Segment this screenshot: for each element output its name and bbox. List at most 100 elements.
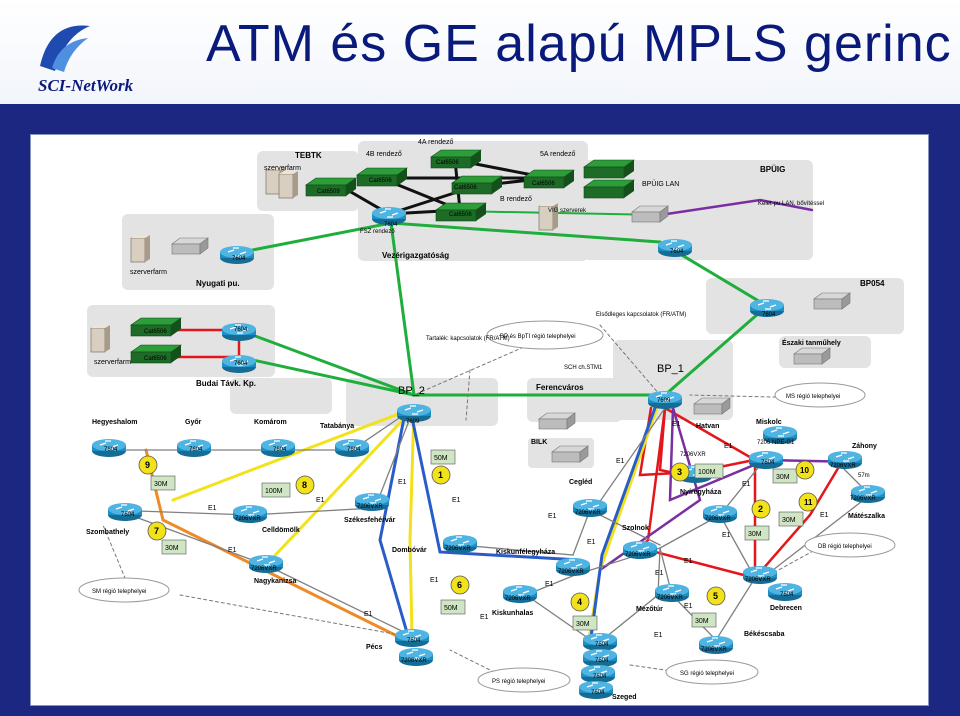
text-szerverfarm-3: szerverfarm xyxy=(94,359,131,366)
caption-7604: 7604 xyxy=(593,674,607,680)
caption-cat6506: Cat6506 xyxy=(454,185,477,191)
caption-7206vxr: 7206VXR xyxy=(357,504,383,510)
text-sch: SCH ch.STM1 xyxy=(564,365,603,371)
speed-30m: 30M xyxy=(748,531,762,538)
link-e1: E1 xyxy=(684,603,693,610)
text-eloteges: Elsődleges kapcsolatok (FR/ATM) xyxy=(596,312,686,318)
caption-7604: 7604 xyxy=(121,512,135,518)
caption-7604: 7604 xyxy=(104,447,118,453)
text-szerverfarm: szerverfarm xyxy=(264,165,301,172)
text-kelet: Kelet-pu LAN, bővítéssel xyxy=(758,201,824,207)
link-e1: E1 xyxy=(724,443,733,450)
switch-icon xyxy=(171,237,209,255)
server-icon xyxy=(130,234,151,263)
speed-30m: 30M xyxy=(695,618,709,625)
site-label-vezerig: Vezérigazgatóság xyxy=(382,251,449,260)
switch-icon xyxy=(693,397,731,415)
marker-1: 1 xyxy=(438,470,443,480)
caption-7604: 7604 xyxy=(384,222,398,228)
switch-icon xyxy=(551,445,589,463)
city-nyiregyhaza: Nyíregyháza xyxy=(680,489,721,496)
labels: TEBTK szerverfarm 4A rendező 4B rendező … xyxy=(86,139,885,701)
site-label-tebtk: TEBTK xyxy=(295,151,322,160)
link-e1: E1 xyxy=(742,481,751,488)
caption-cat6506: Cat6506 xyxy=(532,181,555,187)
city-szombathely: Szombathely xyxy=(86,529,129,536)
caption-7609: 7609 xyxy=(406,419,420,425)
speed-50m: 50M xyxy=(434,455,448,462)
link-e1: E1 xyxy=(722,532,731,539)
site-label-bp054: BP054 xyxy=(860,279,885,288)
text-szerverfarm-2: szerverfarm xyxy=(130,269,167,276)
link-e1: E1 xyxy=(545,581,554,588)
city-hatvan: Hatvan xyxy=(696,423,719,430)
caption-7604: 7604 xyxy=(762,312,776,318)
caption-7609: 7609 xyxy=(657,398,671,404)
caption-cat6509: Cat6509 xyxy=(317,189,340,195)
link-e1: E1 xyxy=(654,632,663,639)
text-fsz: FSZ rendező xyxy=(360,229,395,235)
caption-cat6506: Cat6506 xyxy=(369,178,392,184)
marker-6: 6 xyxy=(457,580,462,590)
switch-icon xyxy=(538,412,576,430)
site-label-nyugati: Nyugati pu. xyxy=(196,279,240,288)
caption-7206vxr: 7206VXR xyxy=(235,516,261,522)
text-rendezo-b: B rendező xyxy=(500,196,532,203)
caption-7206vxr: 7206VXR xyxy=(401,658,427,664)
caption-7604: 7604 xyxy=(595,658,609,664)
cloud-ms xyxy=(774,382,866,408)
link-e1: E1 xyxy=(820,512,829,519)
text-tartalek: Tartalék: kapcsolatok (FR/ATM) xyxy=(426,336,510,342)
city-cegled: Cegléd xyxy=(569,479,592,486)
site-label-budai: Budai Távk. Kp. xyxy=(196,379,256,388)
text-bpuig-lan: BPÜIG LAN xyxy=(642,180,679,188)
logo-text: SCI-NetWork xyxy=(38,76,134,95)
caption-7206vxr: 7206VXR xyxy=(745,577,771,583)
caption-cat6506: Cat6506 xyxy=(144,329,167,335)
city-szeged: Szeged xyxy=(612,694,637,701)
city-celldomolk: Celldömölk xyxy=(262,527,300,534)
speed-50m: 50M xyxy=(444,605,458,612)
city-kiskunhalas: Kiskunhalas xyxy=(492,610,533,617)
caption-7604: 7604 xyxy=(234,361,248,367)
city-debrecen: Debrecen xyxy=(770,605,802,612)
city-nagykanizsa: Nagykanizsa xyxy=(254,578,297,585)
city-szolnok: Szolnok xyxy=(622,525,649,532)
link-e1: E1 xyxy=(430,577,439,584)
marker-7: 7 xyxy=(154,526,159,536)
caption-7206vxr: 7206VXR xyxy=(625,552,651,558)
server-icon xyxy=(90,324,111,353)
site-box-vezerig xyxy=(358,141,588,261)
caption-7206vxr: 7206VXR xyxy=(705,516,731,522)
city-mezotur: Mezőtúr xyxy=(636,606,663,613)
city-szekesfehervar: Székesfehérvár xyxy=(344,517,396,524)
switch-icon xyxy=(793,347,831,365)
caption-cat6506: Cat6506 xyxy=(436,160,459,166)
link-e1: E1 xyxy=(452,497,461,504)
site-box-ferencvaros xyxy=(527,378,622,422)
text-ps-regio: PS régió telephelyei xyxy=(492,679,545,685)
cloud-sg xyxy=(665,659,759,685)
caption-7604: 7604 xyxy=(591,690,605,696)
marker-10: 10 xyxy=(800,466,809,475)
caption-7604: 7604 xyxy=(595,642,609,648)
speed-100m: 100M xyxy=(698,469,716,476)
link-e1: E1 xyxy=(616,458,625,465)
link-e1: E1 xyxy=(655,570,664,577)
caption-7206vxr: 7206VXR xyxy=(505,596,531,602)
site-box-budai-ext xyxy=(230,378,332,414)
page-title: ATM és GE alapú MPLS gerinc xyxy=(206,15,952,73)
city-bekescsaba: Békéscsaba xyxy=(744,631,785,638)
link-e1: E1 xyxy=(398,479,407,486)
speed-30m: 30M xyxy=(154,481,168,488)
city-tatabanya: Tatabánya xyxy=(320,423,354,430)
site-label-ferencvaros: Ferencváros xyxy=(536,383,584,392)
city-mateszalka: Mátészalka xyxy=(848,513,885,520)
site-label-eszaki: Északi tanműhely xyxy=(782,338,841,347)
speed-57m: 57m xyxy=(858,473,870,479)
text-ms-regio: MS régió telephelyei xyxy=(786,394,840,400)
cloud-ps xyxy=(477,667,571,693)
caption-7604: 7604 xyxy=(347,447,361,453)
caption-7604: 7604 xyxy=(780,592,794,598)
